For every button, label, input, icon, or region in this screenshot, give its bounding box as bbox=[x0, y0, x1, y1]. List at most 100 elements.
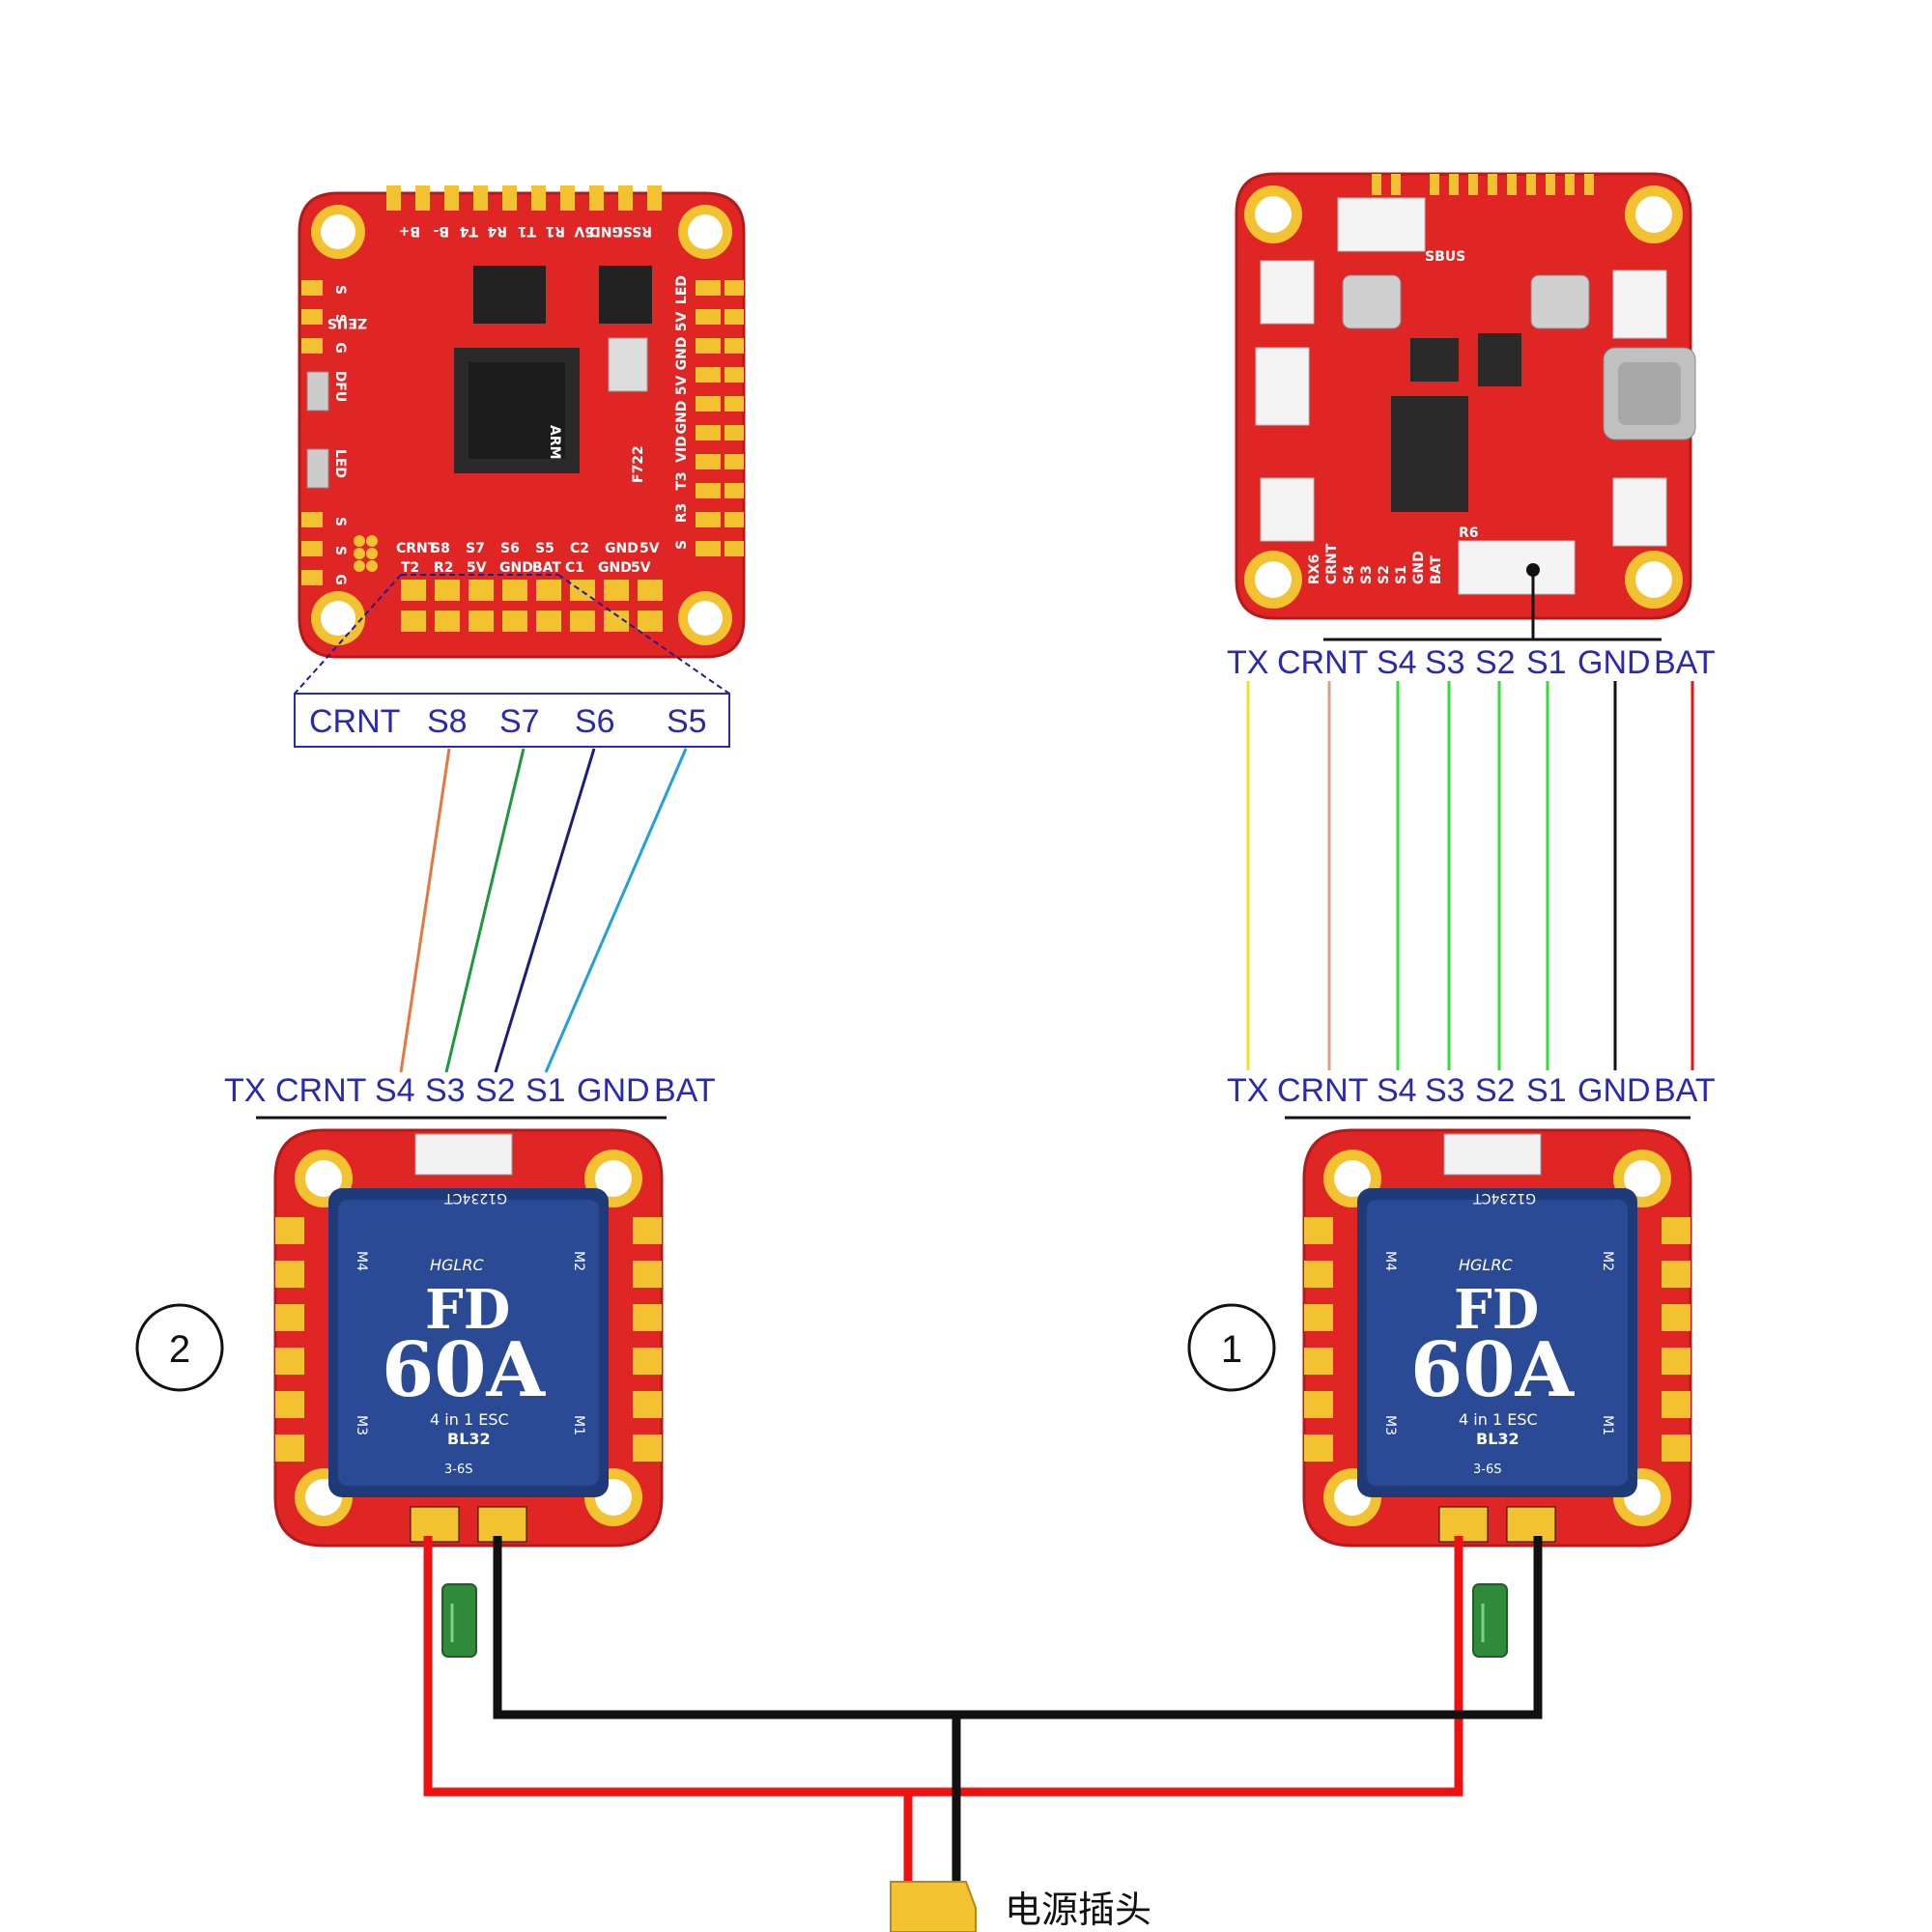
esc-motor-label: M2 bbox=[571, 1251, 586, 1271]
esc-motor-label: M4 bbox=[1382, 1251, 1398, 1271]
callout-label: S7 bbox=[499, 703, 540, 740]
top-pad-label: B- bbox=[433, 223, 449, 239]
row2-pad-label: GND bbox=[499, 560, 533, 576]
left-pad-label: G bbox=[332, 574, 348, 585]
row2-pad-label: C1 bbox=[565, 560, 584, 576]
esc-brand-label: HGLRC bbox=[1459, 1256, 1513, 1274]
esc-left-labels-item: GND bbox=[577, 1072, 650, 1109]
right-fc-labels-item: S3 bbox=[1425, 644, 1465, 681]
right-fc-labels-item: S1 bbox=[1526, 644, 1567, 681]
right-fc-pad-label: CRNT bbox=[1324, 543, 1340, 584]
right-signal-wires bbox=[1246, 681, 1694, 1070]
right-pad-label: LED bbox=[674, 275, 690, 304]
esc-left-labels-item: BAT bbox=[654, 1072, 716, 1109]
right-fc-labels-item: S2 bbox=[1475, 644, 1516, 681]
left-pad-label: S bbox=[332, 285, 348, 295]
power-wiring bbox=[423, 1536, 1543, 1889]
row1-pad-label: S5 bbox=[535, 541, 554, 556]
esc-code-label: G1234CT bbox=[444, 1190, 507, 1206]
esc-motor-label: M4 bbox=[354, 1251, 369, 1271]
right-pad-label: VID bbox=[674, 436, 690, 463]
esc-sub-label: 4 in 1 ESC bbox=[1459, 1410, 1538, 1429]
esc-motor-label: M3 bbox=[354, 1415, 369, 1435]
right-pad-label: T3 bbox=[674, 471, 690, 490]
right-pad-label: GND bbox=[674, 337, 690, 371]
esc-motor-label: M1 bbox=[1600, 1415, 1615, 1435]
row1-pad-label: 5V bbox=[639, 541, 660, 556]
r6-label: R6 bbox=[1459, 526, 1479, 541]
esc-right-labels-item: S2 bbox=[1475, 1072, 1516, 1109]
esc-motor-label: M1 bbox=[571, 1415, 586, 1435]
esc-motor-label: M3 bbox=[1382, 1415, 1398, 1435]
row1-pad-label: S6 bbox=[500, 541, 520, 556]
row1-pad-label: S8 bbox=[431, 541, 450, 556]
chip-brand-label: ARM bbox=[547, 425, 562, 460]
top-pad-label: B+ bbox=[399, 223, 420, 239]
esc-name-big: 60A bbox=[1410, 1326, 1576, 1414]
capacitor-right bbox=[1472, 1583, 1508, 1658]
right-pad-label: R3 bbox=[674, 503, 690, 524]
esc-brand-label: HGLRC bbox=[430, 1256, 484, 1274]
sbus-label: SBUS bbox=[1425, 249, 1465, 265]
right-fc-labels-item: S4 bbox=[1377, 644, 1417, 681]
top-pad-label: GND bbox=[589, 223, 623, 239]
right-fc-pad-label: S4 bbox=[1342, 565, 1357, 584]
right-fc-labels-item: GND bbox=[1577, 644, 1651, 681]
power-plug bbox=[890, 1881, 977, 1932]
esc-name-top: FD bbox=[1454, 1278, 1539, 1342]
right-pad-label: 5V bbox=[674, 376, 690, 396]
left-callout-box bbox=[294, 693, 730, 748]
esc-left-labels-item: S2 bbox=[475, 1072, 516, 1109]
esc-right-labels-item: TX bbox=[1227, 1072, 1268, 1109]
row1-pad-label: GND bbox=[605, 541, 639, 556]
right-pad-label: 5V bbox=[674, 312, 690, 332]
board-model-label: F722 bbox=[631, 445, 646, 483]
right-fc-pad-label: GND bbox=[1411, 551, 1427, 584]
top-pad-label: T1 bbox=[518, 223, 536, 239]
right-fc-pad-label: BAT bbox=[1429, 555, 1444, 584]
esc-right-labels-item: S3 bbox=[1425, 1072, 1465, 1109]
esc-code-label: G1234CT bbox=[1473, 1190, 1536, 1206]
esc-fw-label: BL32 bbox=[447, 1430, 491, 1448]
row1-pad-label: C2 bbox=[570, 541, 589, 556]
callout-lines bbox=[294, 574, 730, 695]
esc-right-labels-item: CRNT bbox=[1277, 1072, 1368, 1109]
esc-left-labels-item: S3 bbox=[425, 1072, 466, 1109]
row2-pad-label: 5V bbox=[631, 560, 651, 576]
esc-fw-label: BL32 bbox=[1476, 1430, 1520, 1448]
esc-right-labels-item: GND bbox=[1577, 1072, 1651, 1109]
esc-left-labels-item: TX bbox=[224, 1072, 266, 1109]
row2-pad-label: R2 bbox=[434, 560, 454, 576]
esc-left-labels-item: CRNT bbox=[275, 1072, 366, 1109]
top-pad-label: RSSI bbox=[617, 223, 652, 239]
right-fc-labels-item: BAT bbox=[1654, 644, 1716, 681]
esc-right-labels-item: S4 bbox=[1377, 1072, 1417, 1109]
callout-label: S6 bbox=[575, 703, 615, 740]
power-plug-label: 电源插头 bbox=[1005, 1889, 1151, 1931]
marker-circle-2 bbox=[135, 1303, 224, 1392]
esc-volt-label: 3-6S bbox=[444, 1463, 473, 1477]
brand-logo-label: ZEUS bbox=[327, 315, 367, 330]
esc-name-top: FD bbox=[425, 1278, 510, 1342]
esc-right-labels-item: S1 bbox=[1526, 1072, 1567, 1109]
left-pad-label: DFU bbox=[332, 371, 348, 403]
row1-pad-label: S7 bbox=[466, 541, 485, 556]
right-fc-pad-label: S1 bbox=[1394, 565, 1409, 584]
esc-right-labels-item: BAT bbox=[1654, 1072, 1716, 1109]
esc-volt-label: 3-6S bbox=[1473, 1463, 1502, 1477]
callout-label: S8 bbox=[427, 703, 468, 740]
callout-label: CRNT bbox=[309, 703, 400, 740]
right-pad-label: S bbox=[674, 540, 690, 550]
